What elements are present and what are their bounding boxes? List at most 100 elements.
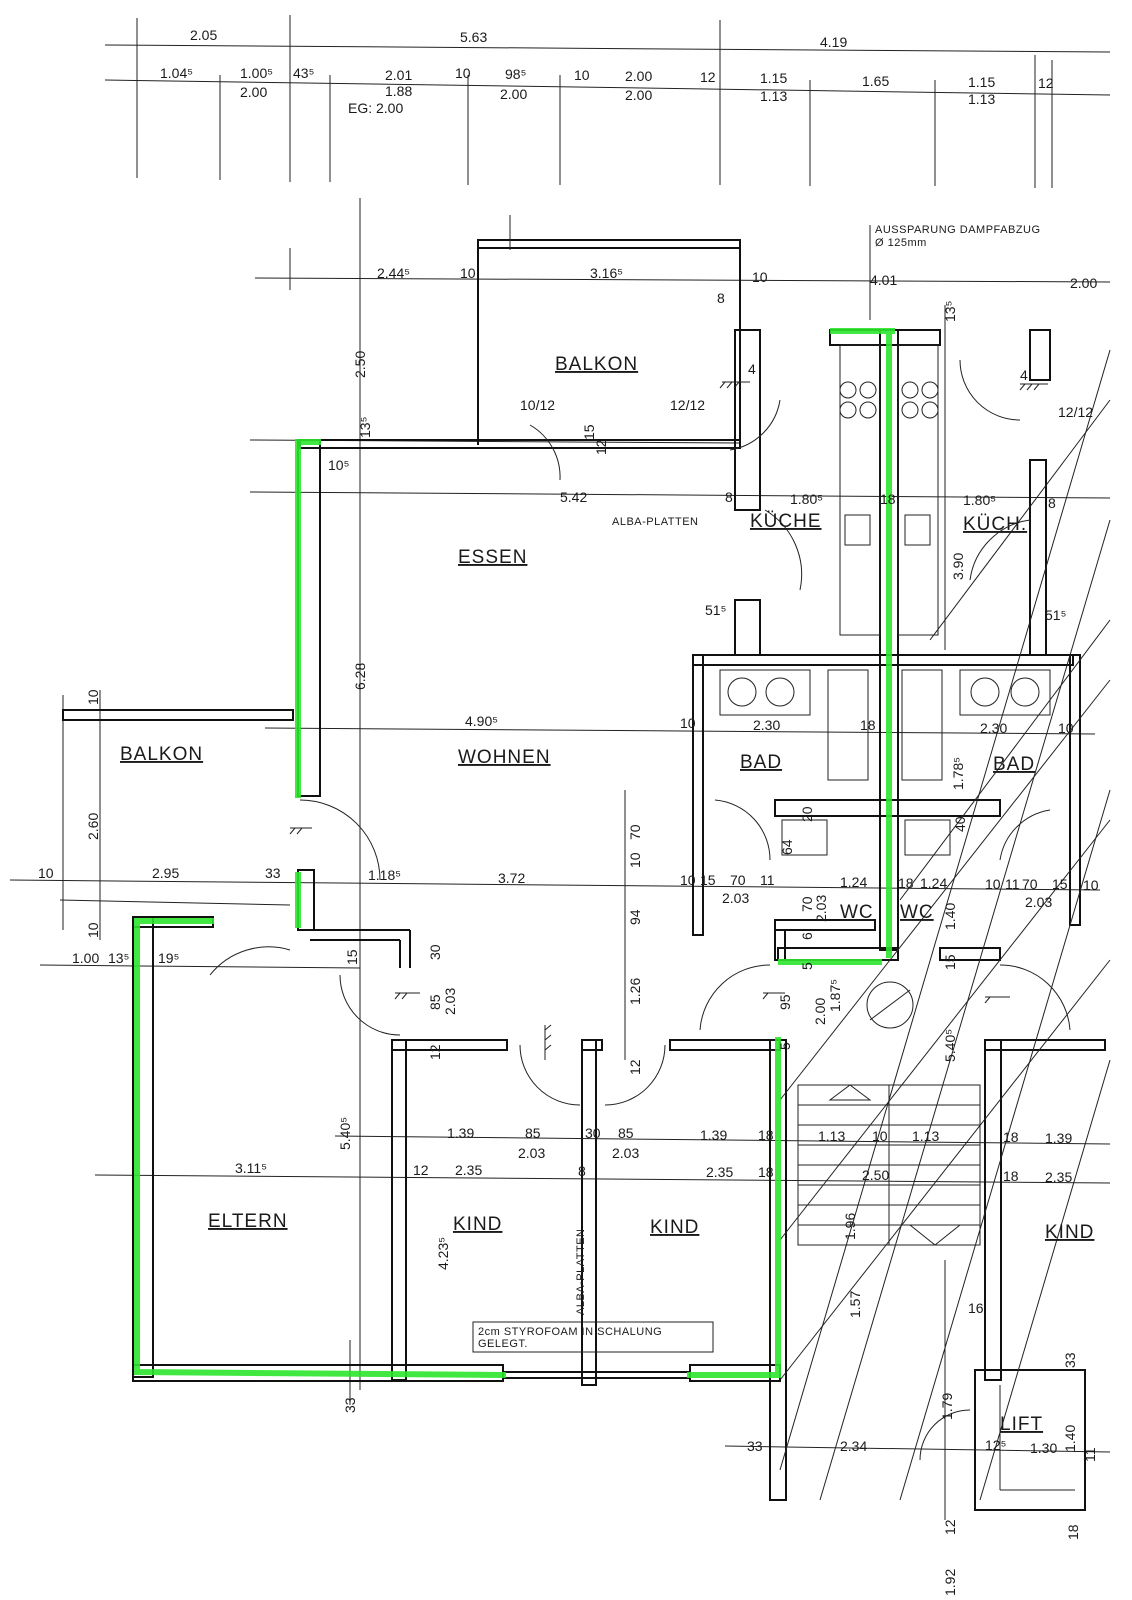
dimension-lines — [9, 198, 1111, 1520]
dim-label: 10 — [985, 876, 1001, 892]
dim-label: 2.50 — [862, 1167, 889, 1183]
dim-label-vertical: 2.50 — [352, 351, 368, 378]
dim-label: 4 — [1020, 367, 1028, 383]
room-label-kueche: KÜCHE — [750, 511, 822, 532]
dim-label-vertical: 95 — [777, 994, 793, 1010]
dim-label-vertical: 64 — [779, 839, 795, 855]
dim-label-vertical: 1.87⁵ — [827, 979, 843, 1012]
dim-label: 18 — [880, 491, 896, 507]
dim-top-5.63: 5.63 — [460, 29, 487, 45]
dim-label: 1.24 — [920, 875, 947, 891]
dim-label: 1.30 — [1030, 1440, 1057, 1456]
dim-label-vertical: 33 — [1062, 1352, 1078, 1368]
dim-label-vertical: 5.40⁵ — [337, 1117, 353, 1150]
dim-label: 51⁵ — [705, 602, 726, 618]
dim-label-vertical: 5 — [777, 1042, 793, 1050]
dim-label: 10 — [872, 1128, 888, 1144]
dim-label-vertical: 1.78⁵ — [950, 757, 966, 790]
dim-top-200d: 2.00 — [625, 87, 652, 103]
dim-label: 10 — [460, 265, 476, 281]
dim-top-200a: 2.00 — [625, 68, 652, 84]
dim-label: 3.11⁵ — [235, 1160, 267, 1176]
dim-top-201: 2.01 — [385, 67, 412, 83]
dim-label: 8 — [725, 489, 733, 505]
styrofoam-note-frame — [472, 1321, 714, 1353]
dim-label-vertical: 12 — [627, 1059, 643, 1075]
dim-label: 11 — [1005, 876, 1020, 892]
dim-label: 2.03 — [612, 1145, 639, 1161]
dim-label: 30 — [585, 1125, 601, 1141]
dim-label: 2.35 — [455, 1162, 482, 1178]
dim-top-4.19: 4.19 — [820, 34, 847, 50]
dim-label: 85 — [618, 1125, 634, 1141]
walls — [59, 329, 1106, 1511]
dim-top-10a: 10 — [455, 65, 471, 81]
room-label-essen: ESSEN — [458, 547, 527, 568]
dim-label: 12/12 — [670, 397, 705, 413]
room-label-kueche-2: KÜCH. — [963, 514, 1027, 535]
dim-top-115a: 1.15 — [760, 70, 787, 86]
room-label-balkon-left: BALKON — [120, 744, 203, 765]
dim-label: 5.42 — [560, 489, 587, 505]
dim-top-113b: 1.13 — [968, 91, 995, 107]
dim-label: 2.03 — [722, 890, 749, 906]
dim-label: 4.01 — [870, 272, 897, 288]
dim-label-vertical: 10 — [85, 922, 101, 938]
dim-label-vertical: 2.60 — [85, 813, 101, 840]
dim-label-vertical: 30 — [427, 944, 443, 960]
dim-top-100: 1.00⁵ — [240, 65, 273, 81]
dim-label-vertical: 2.00 — [812, 998, 828, 1025]
dim-label-vertical: 3.90 — [950, 553, 966, 580]
dim-label: 2.34 — [840, 1438, 867, 1454]
dim-label-vertical: 6 — [799, 932, 815, 940]
dim-label: 70 — [730, 872, 746, 888]
kitchen-fixtures — [719, 344, 1051, 856]
dim-label-vertical: 1.40 — [942, 903, 958, 930]
room-label-kind-1: KIND — [453, 1214, 502, 1235]
highlighted-walls — [134, 328, 895, 1379]
staircase — [797, 981, 981, 1246]
note-alba-platten-vertical: ALBA-PLATTEN — [575, 1229, 587, 1316]
doors — [209, 359, 1071, 1461]
dim-label: 12⁵ — [985, 1437, 1006, 1453]
dim-label: 51⁵ — [1045, 607, 1066, 623]
dim-label: 2.35 — [1045, 1169, 1072, 1185]
dim-label: 16 — [968, 1300, 984, 1316]
note-aussparung-line2: Ø 125mm — [875, 237, 927, 249]
dim-label-vertical: 11 — [1082, 1447, 1098, 1462]
stair-hatching — [779, 349, 1111, 1501]
room-label-wc-1: WC — [840, 902, 874, 923]
dim-label-vertical: 1.26 — [627, 978, 643, 1005]
room-label-bad-2: BAD — [993, 754, 1035, 775]
dim-label: 8 — [1048, 495, 1056, 511]
dim-label: 18 — [758, 1164, 774, 1180]
dim-label: 33 — [747, 1438, 763, 1454]
dim-label-vertical: 85 — [427, 994, 443, 1010]
dim-label-vertical: 4.23⁵ — [435, 1237, 451, 1270]
dim-label-vertical: 12 — [593, 439, 609, 455]
dim-label-vertical: 5.40⁵ — [942, 1029, 958, 1062]
dim-label: 15 — [1052, 876, 1068, 892]
room-label-kind-2: KIND — [650, 1217, 699, 1238]
dim-top-113a: 1.13 — [760, 88, 787, 104]
dim-label-vertical: 70 — [799, 896, 815, 912]
dim-top-98: 98⁵ — [505, 66, 526, 82]
dim-label: 1.24 — [840, 874, 867, 890]
dim-label-vertical: 13⁵ — [357, 417, 373, 438]
dim-label-vertical: 33 — [342, 1397, 358, 1413]
dim-label-vertical: 12 — [942, 1519, 958, 1535]
dim-label: 12/12 — [1058, 404, 1093, 420]
dim-label-vertical: 1.57 — [847, 1291, 863, 1318]
dim-label: 1.80⁵ — [963, 492, 996, 508]
dim-top-188: 1.88 — [385, 83, 412, 99]
dim-label-vertical: 94 — [627, 909, 643, 925]
dim-label-vertical: 15 — [942, 954, 958, 970]
note-alba-platten: ALBA-PLATTEN — [612, 516, 699, 528]
dim-top-165: 1.65 — [862, 73, 889, 89]
dim-top-115b: 1.15 — [968, 74, 995, 90]
dim-label: 4.90⁵ — [465, 713, 498, 729]
dim-label: 1.18⁵ — [368, 867, 401, 883]
dim-label-vertical: 5 — [799, 962, 815, 970]
dim-label: 1.00 — [72, 950, 99, 966]
balcony-top-outline — [299, 215, 741, 449]
